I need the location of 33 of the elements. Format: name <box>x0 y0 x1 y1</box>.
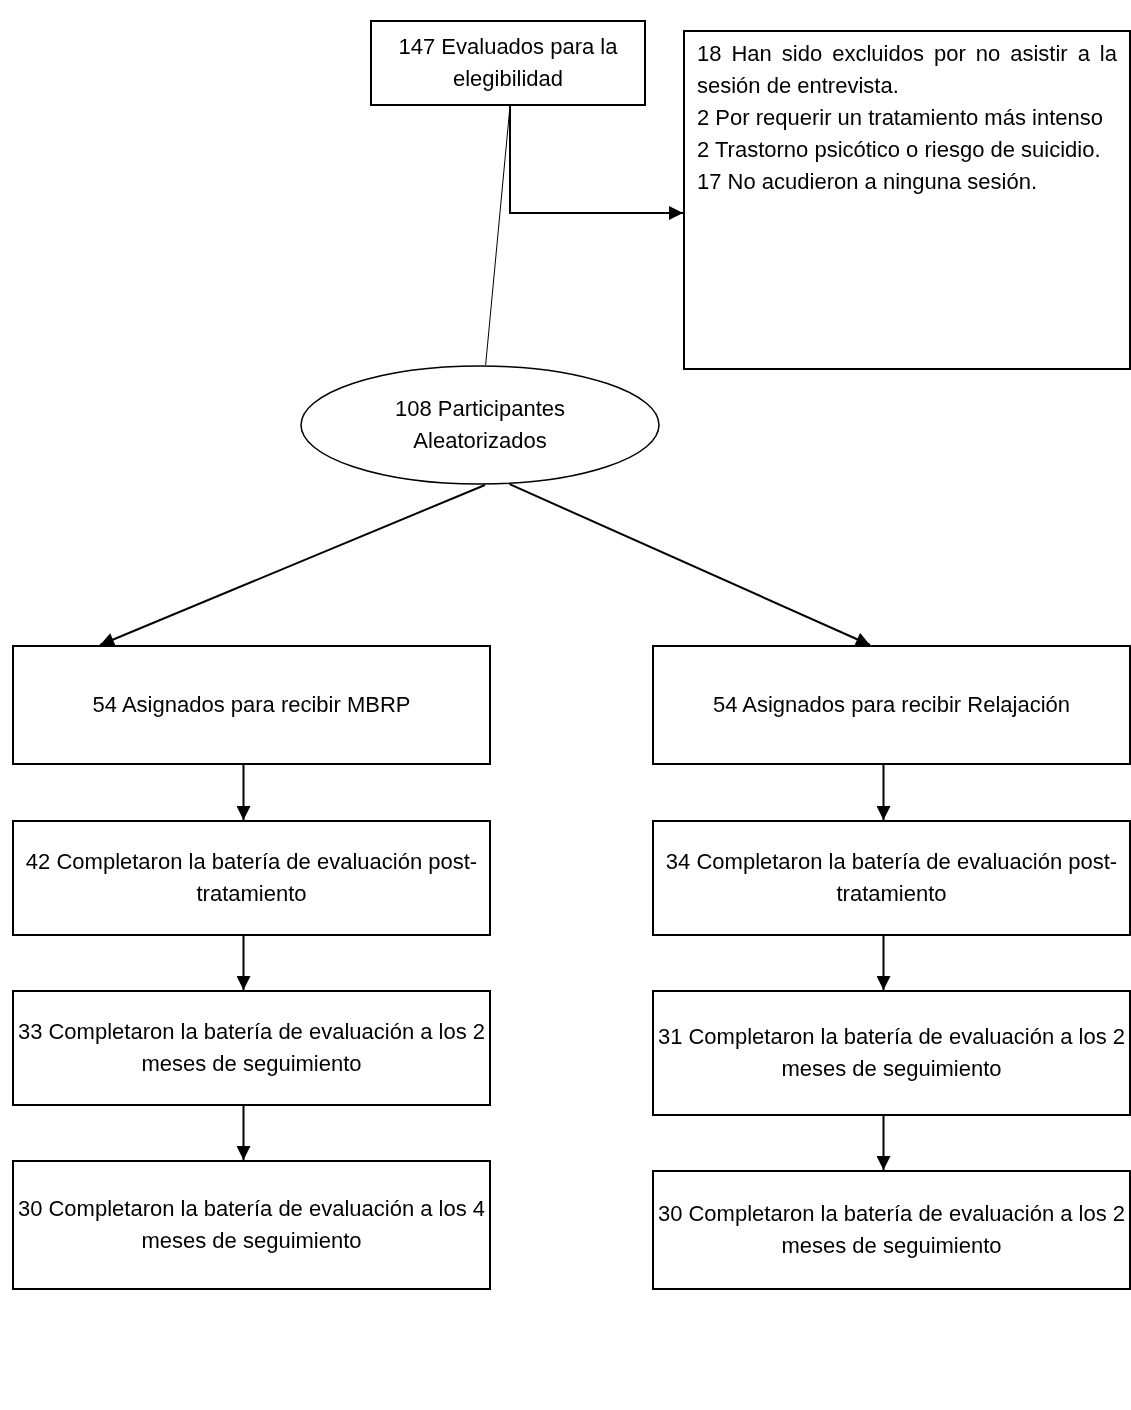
box-text: 30 Completaron la batería de evaluación a los 4 meses de seguimiento <box>16 1195 487 1255</box>
box-text: 42 Completaron la batería de evaluación post-tratamiento <box>24 848 479 908</box>
arrow <box>509 105 684 220</box>
box-text: 54 Asignados para recibir Relajación <box>712 691 1071 720</box>
box-text: 108 Participantes Aleatorizados <box>394 395 566 455</box>
box-text: 18 Han sido excluidos por no asistir a la sesión de entrevista. <box>697 40 1117 100</box>
process-box <box>683 30 1131 370</box>
arrow <box>876 1115 891 1171</box>
arrow <box>876 764 891 821</box>
box-text: 147 Evaluados para la elegibilidad <box>397 33 619 93</box>
box-text: 30 Completaron la batería de evaluación a los 2 meses de seguimiento <box>656 1200 1127 1260</box>
process-box <box>12 1160 491 1290</box>
process-box <box>652 1170 1131 1290</box>
process-box <box>652 990 1131 1116</box>
process-box <box>12 645 491 765</box>
arrow <box>236 1105 251 1161</box>
arrow <box>99 484 486 647</box>
arrow <box>236 764 251 821</box>
arrow <box>236 935 251 991</box>
process-box <box>652 820 1131 936</box>
arrow <box>876 935 891 991</box>
box-text: 17 No acudieron a ninguna sesión. <box>697 167 1039 196</box>
process-box <box>370 20 646 106</box>
process-box <box>652 645 1131 765</box>
box-text: 31 Completaron la batería de evaluación a los 2 meses de seguimiento <box>656 1023 1127 1083</box>
box-text: 2 Trastorno psicótico o riesgo de suicidio. <box>697 135 1102 164</box>
box-text: 54 Asignados para recibir MBRP <box>92 691 411 720</box>
box-text: 33 Completaron la batería de evaluación a los 2 meses de seguimiento <box>16 1018 487 1078</box>
arrow <box>508 483 871 646</box>
process-box <box>12 820 491 936</box>
process-box <box>12 990 491 1106</box>
box-text: 2 Por requerir un tratamiento más intenso <box>697 103 1104 132</box>
box-text: 34 Completaron la batería de evaluación post-tratamiento <box>664 848 1119 908</box>
